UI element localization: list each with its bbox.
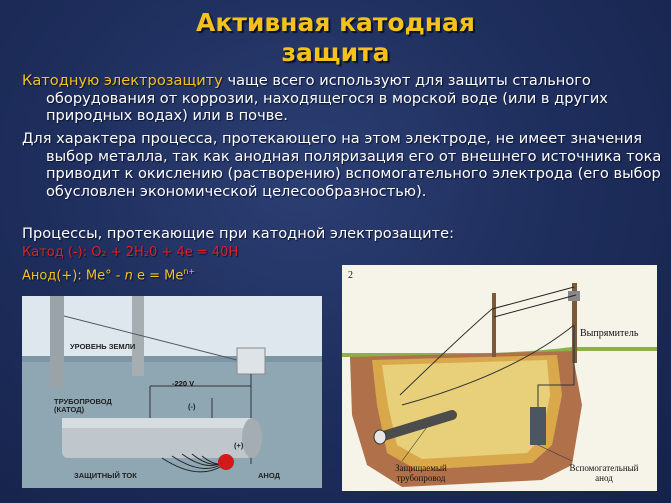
paragraph-2: Для характера процесса, протекающего на … [22,130,662,200]
protective-current-label: ЗАЩИТНЫЙ ТОК [74,471,137,480]
rectifier-label: Выпрямитель [580,328,639,339]
anode-equation: Анод(+): Me° - n e = Men+ [22,267,196,284]
paragraph-2-text: Для характера процесса, протекающего на … [22,130,662,200]
paragraph-1-text: чаще всего используют для защиты стально… [46,72,608,125]
page-title-line-1: Активная катодная [196,8,475,37]
right-diagram-illustration [342,265,657,491]
voltage-label: -220 V [172,379,195,388]
aux-anode-label: Вспомогательный анод [569,463,639,483]
paragraph-1-highlight: Катодную электрозащиту [22,72,223,89]
left-diagram: УРОВЕНЬ ЗЕМЛИ -220 V ТРУБОПРОВОД (КАТОД)… [22,296,322,488]
cathode-equation: Катод (-): O₂ + 2H₂0 + 4e = 40H [22,245,239,260]
diagram-number: 2 [348,270,353,281]
paragraph-1: Катодную электрозащиту чаще всего исполь… [22,72,662,125]
paragraph-3-text: Процессы, протекающие при катодной элект… [22,225,454,242]
left-diagram-illustration [22,296,322,488]
ground-level-label: УРОВЕНЬ ЗЕМЛИ [70,342,136,351]
minus-label: (-) [188,402,196,411]
right-diagram: 2 Выпрямитель Защищаемый трубопровод Всп… [342,265,657,491]
paragraph-3: Процессы, протекающие при катодной элект… [22,225,662,243]
anode-label: АНОД [258,471,280,480]
protected-pipeline-label: Защищаемый трубопровод [395,463,447,483]
plus-label: (+) [234,441,244,450]
page-title-line-2: защита [281,38,390,67]
pipeline-label: ТРУБОПРОВОД (КАТОД) [54,397,112,414]
